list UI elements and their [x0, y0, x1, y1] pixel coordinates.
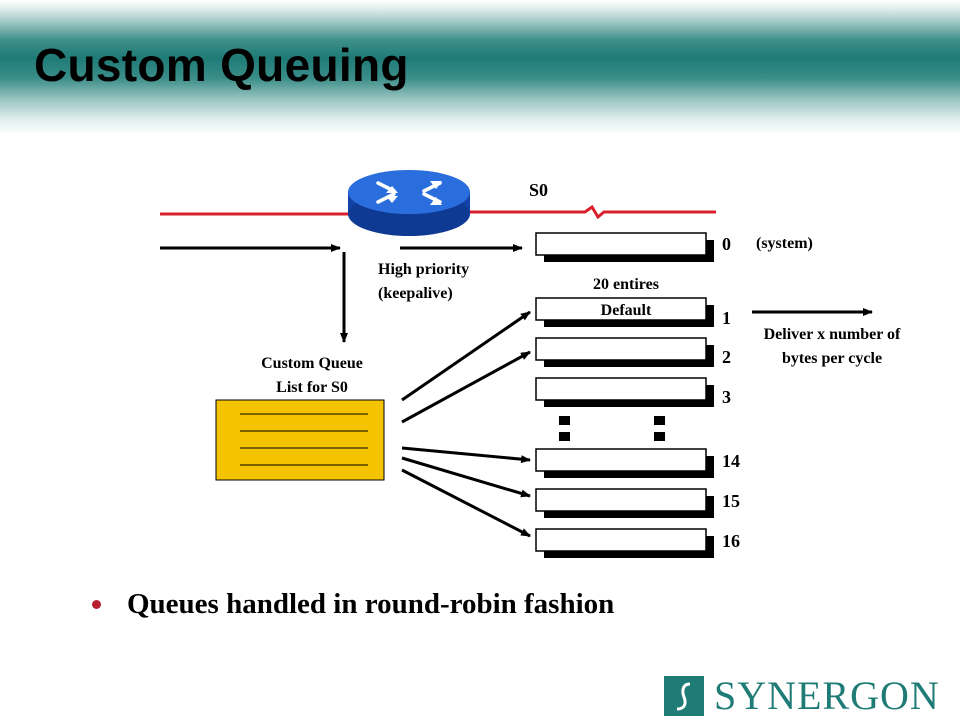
dispatch-arrow	[401, 310, 531, 402]
queue-number: 14	[722, 451, 740, 471]
custom-queue-list-label: Custom Queue	[261, 355, 363, 372]
synergon-logo-text: SYNERGON	[714, 673, 940, 718]
serial-link-s0	[466, 204, 716, 220]
queue-0	[535, 232, 714, 262]
queue-number: 2	[722, 347, 731, 367]
dispatch-arrow	[401, 468, 531, 538]
synergon-logo-icon	[664, 676, 704, 716]
high-priority-label: High priority	[378, 261, 469, 278]
queue-number: 16	[722, 531, 740, 551]
queue-15	[535, 488, 714, 518]
custom-queue-list-box	[215, 399, 385, 481]
system-label: (system)	[756, 235, 813, 252]
queue-number: 15	[722, 491, 740, 511]
deliver-label: Deliver x number of	[764, 326, 901, 343]
interface-label: S0	[529, 180, 548, 200]
bullet-dot	[92, 600, 101, 609]
queue-number: 0	[722, 234, 731, 254]
dispatch-arrow	[401, 350, 531, 424]
deliver-sublabel: bytes per cycle	[782, 350, 882, 367]
bullet-text: Queues handled in round-robin fashion	[127, 588, 615, 620]
high-priority-sublabel: (keepalive)	[378, 285, 453, 302]
dispatch-arrow	[401, 446, 531, 464]
queue-number: 1	[722, 308, 731, 328]
synergon-logo: SYNERGON	[664, 676, 940, 716]
page-title: Custom Queuing	[34, 39, 409, 91]
queue-ellipsis	[559, 416, 665, 441]
custom-queue-list-sublabel: List for S0	[276, 379, 348, 396]
header-band	[0, 0, 960, 135]
queue-14	[535, 448, 714, 478]
router-icon	[348, 170, 470, 236]
queue-1	[535, 297, 714, 327]
queue-number: 3	[722, 387, 731, 407]
bullet-item: Queues handled in round-robin fashion	[92, 588, 614, 621]
dispatch-arrow	[401, 456, 531, 498]
queue-16	[535, 528, 714, 558]
queue-2	[535, 337, 714, 367]
queue-default-label: Default	[601, 302, 652, 319]
queue-entries-label: 20 entires	[593, 276, 659, 293]
queue-3	[535, 377, 714, 407]
